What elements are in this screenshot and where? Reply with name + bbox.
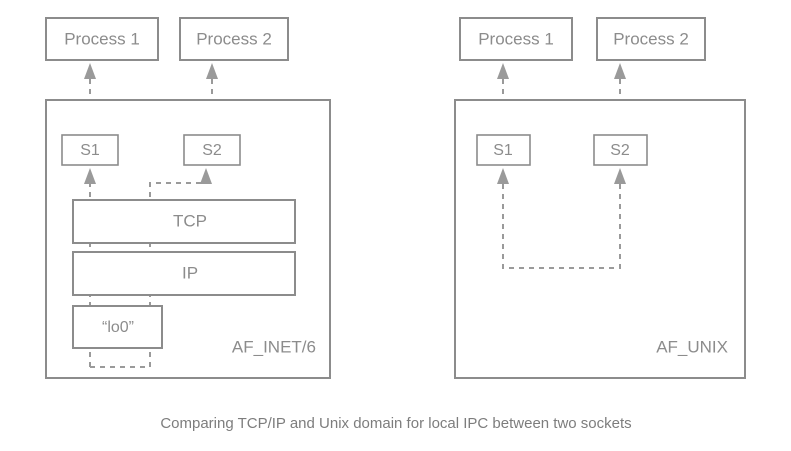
arrow-up-icon [200,168,212,184]
socket-box-s1-left: S1 [61,134,119,166]
stack-box-lo0-rect [72,305,163,349]
arrow-socket1-to-process1-right [497,63,509,134]
socket-box-s1-right-rect [476,134,531,166]
socket-box-s1-right-label: S1 [493,142,513,159]
process-box-1-right-rect [459,17,573,61]
arrow-socket2-to-process2-right [614,63,626,134]
process-box-2-left-rect [179,17,289,61]
unix-socket-link-line [502,184,621,269]
process-box-1-left-rect [45,17,159,61]
socket-box-s2-right-rect [593,134,648,166]
process-box-1-right-label: Process 1 [478,29,554,48]
loopback-path-into-socket2 [90,168,212,368]
socket-box-s2-left: S2 [183,134,241,166]
unix-socket-link-path [497,168,626,269]
stack-box-ip-label: IP [182,263,198,282]
stack-box-ip: IP [72,251,296,296]
process-box-2-left-label: Process 2 [196,29,272,48]
panel-af-unix: Process 1 Process 2 S1 [454,17,746,379]
arrow-up-icon [497,63,509,79]
stack-box-lo0: “lo0” [72,305,163,349]
arrow-up-icon [84,168,96,184]
arrow-up-icon [84,63,96,79]
socket-box-s2-right-label: S2 [610,142,630,159]
stack-box-tcp-label: TCP [173,211,207,230]
stack-box-lo0-label: “lo0” [102,319,134,336]
process-box-1-left-label: Process 1 [64,29,140,48]
arrow-up-icon [614,63,626,79]
arrow-socket1-to-process1-left [84,63,96,134]
socket-box-s2-left-rect [183,134,241,166]
arrow-up-icon [614,168,626,184]
socket-box-s2-right: S2 [593,134,648,166]
af-inet-domain-label: AF_INET/6 [232,337,316,356]
process-box-2-left: Process 2 [179,17,289,61]
socket-box-s1-right: S1 [476,134,531,166]
process-box-2-right-label: Process 2 [613,29,689,48]
stack-box-ip-rect [72,251,296,296]
socket-box-s1-left-rect [61,134,119,166]
process-box-2-right-rect [596,17,706,61]
arrow-up-icon [206,63,218,79]
process-box-1-right: Process 1 [459,17,573,61]
panel-af-inet: Process 1 Process 2 S1 [45,17,331,379]
arrow-socket2-to-process2-left [206,63,218,134]
socket-box-s1-left-label: S1 [80,142,100,159]
figure-caption: Comparing TCP/IP and Unix domain for loc… [160,415,631,432]
stack-box-tcp-rect [72,199,296,244]
arrow-up-icon [497,168,509,184]
socket-box-s2-left-label: S2 [202,142,222,159]
process-box-1-left: Process 1 [45,17,159,61]
af-unix-domain-label: AF_UNIX [656,337,728,356]
stack-box-tcp: TCP [72,199,296,244]
process-box-2-right: Process 2 [596,17,706,61]
